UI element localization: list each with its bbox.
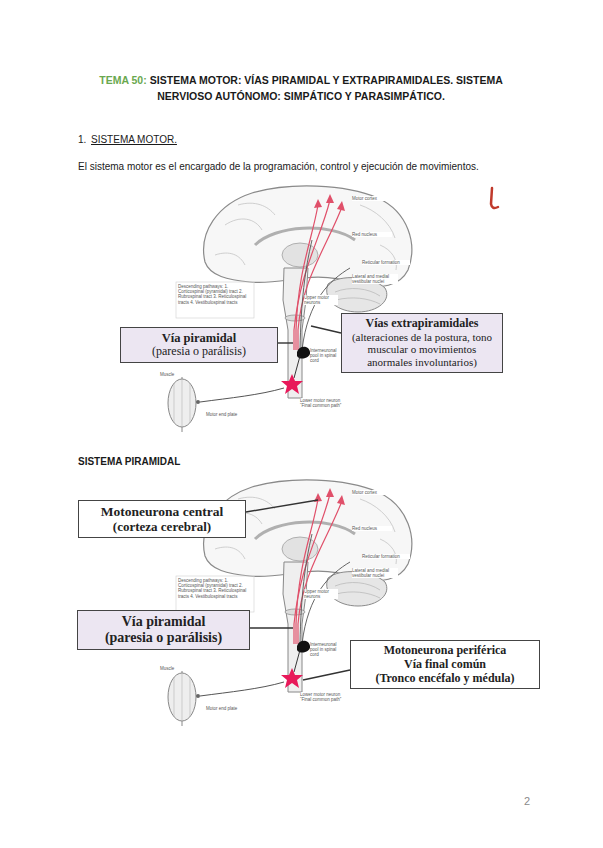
callout-box: Vía piramidal(paresia o parálisis) (120, 327, 278, 363)
structure-label: Motor cortex (352, 196, 392, 201)
section-number: 1. (78, 133, 86, 146)
pathway-key: Descending pathways: 1. Corticospinal (p… (178, 578, 252, 599)
structure-label: Lower motor neuron “Final common path” (300, 398, 346, 408)
structure-label: Lower motor neuron “Final common path” (300, 692, 346, 702)
pathway-key: Descending pathways: 1. Corticospinal (p… (178, 284, 252, 305)
body-text: El sistema motor es el encargado de la p… (78, 160, 479, 173)
topic-title: SISTEMA MOTOR: VÍAS PIRAMIDAL Y EXTRAPIR… (150, 74, 503, 102)
box-heading: Motoneurona periférica (356, 644, 534, 658)
callout-box: Vías extrapiramidales(alteraciones de la… (341, 313, 503, 373)
structure-label: Upper motor neurons (304, 589, 338, 599)
box-heading: Vías extrapiramidales (347, 317, 497, 331)
structure-label: Red nucleus (352, 526, 392, 531)
structure-label: Reticular formation (362, 260, 410, 265)
structure-label: Muscle (160, 372, 190, 377)
callout-box: Vía piramidal(paresia o parálisis) (77, 610, 250, 650)
box-text: (alteraciones de la postura, tono muscul… (347, 331, 497, 369)
structure-label: Motor end plate (206, 706, 242, 711)
structure-label: Reticular formation (362, 554, 410, 559)
box-text: (corteza cerebral) (84, 520, 240, 535)
box-heading: Vía piramidal (83, 614, 244, 630)
structure-label: Upper motor neurons (304, 295, 338, 305)
structure-label: Motor end plate (206, 412, 242, 417)
structure-label: Motor cortex (352, 490, 392, 495)
box-text: (paresia o parálisis) (126, 345, 272, 359)
box-text: (paresia o parálisis) (83, 630, 244, 646)
page-number: 2 (524, 795, 530, 807)
box-heading: Vía piramidal (126, 331, 272, 345)
topic-number: TEMA 50: (99, 74, 146, 86)
structure-label: Lateral and medial vestibular nuclei (352, 568, 398, 578)
structure-label: Interneuronal pool in spinal cord (310, 348, 342, 364)
section-heading: SISTEMA MOTOR. (91, 133, 177, 146)
box-text: (Tronco encéfalo y médula) (356, 672, 534, 686)
structure-label: Lateral and medial vestibular nuclei (352, 274, 398, 284)
page-heading: TEMA 50: SISTEMA MOTOR: VÍAS PIRAMIDAL Y … (86, 72, 516, 104)
structure-label: Red nucleus (352, 232, 392, 237)
callout-box: Motoneurona central(corteza cerebral) (78, 500, 246, 538)
section-heading: SISTEMA PIRAMIDAL (78, 455, 180, 468)
callout-box: Motoneurona periféricaVía final común(Tr… (350, 640, 540, 689)
structure-label: Muscle (160, 666, 190, 671)
box-heading: Motoneurona central (84, 504, 240, 520)
box-text: Vía final común (356, 658, 534, 672)
structure-label: Interneuronal pool in spinal cord (310, 642, 342, 658)
